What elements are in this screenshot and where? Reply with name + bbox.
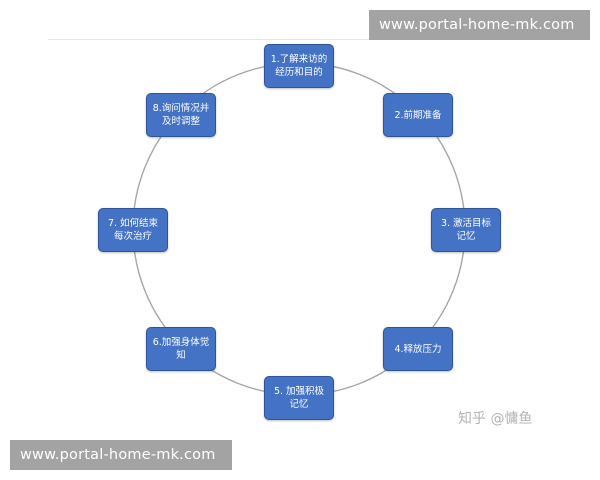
step-2: 2.前期准备	[383, 93, 453, 137]
step-8: 8.询问情况并及时调整	[146, 93, 216, 137]
step-5: 5. 加强积极记忆	[264, 376, 334, 420]
watermark-banner-top: www.portal-home-mk.com	[369, 10, 590, 40]
step-6: 6.加强身体觉知	[146, 327, 216, 371]
top-divider	[48, 39, 518, 40]
source-credit: 知乎 @慵鱼	[458, 411, 533, 427]
step-1: 1.了解来访的经历和目的	[264, 44, 334, 88]
step-4: 4.释放压力	[383, 327, 453, 371]
watermark-banner-bottom: www.portal-home-mk.com	[10, 440, 232, 470]
step-7: 7. 如何结束每次治疗	[98, 208, 168, 252]
step-3: 3. 激活目标记忆	[431, 208, 501, 252]
